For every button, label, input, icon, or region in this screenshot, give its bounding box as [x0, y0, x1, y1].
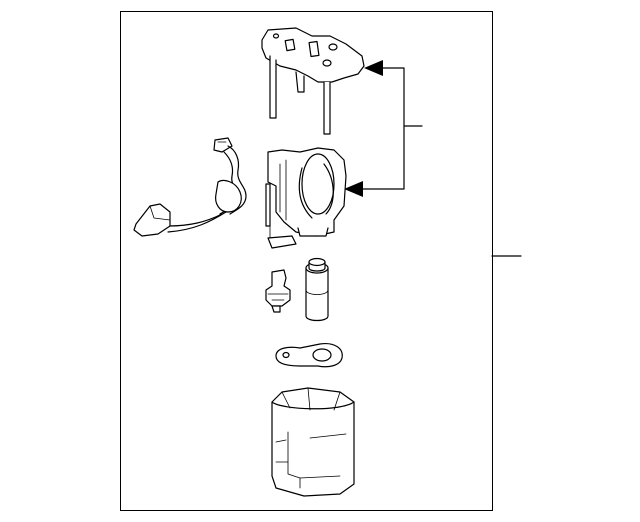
filter-icon [305, 257, 329, 322]
callout-bracket [344, 60, 423, 197]
arrow-head-top [364, 60, 383, 76]
mounting-bracket-icon [261, 27, 365, 135]
wiring-harness-icon [133, 137, 247, 237]
sensor-icon [265, 269, 291, 313]
pump-module-icon [265, 147, 347, 249]
clamp-icon [275, 343, 343, 368]
arrow-head-bottom [344, 181, 363, 197]
reservoir-cup-icon [271, 387, 355, 497]
